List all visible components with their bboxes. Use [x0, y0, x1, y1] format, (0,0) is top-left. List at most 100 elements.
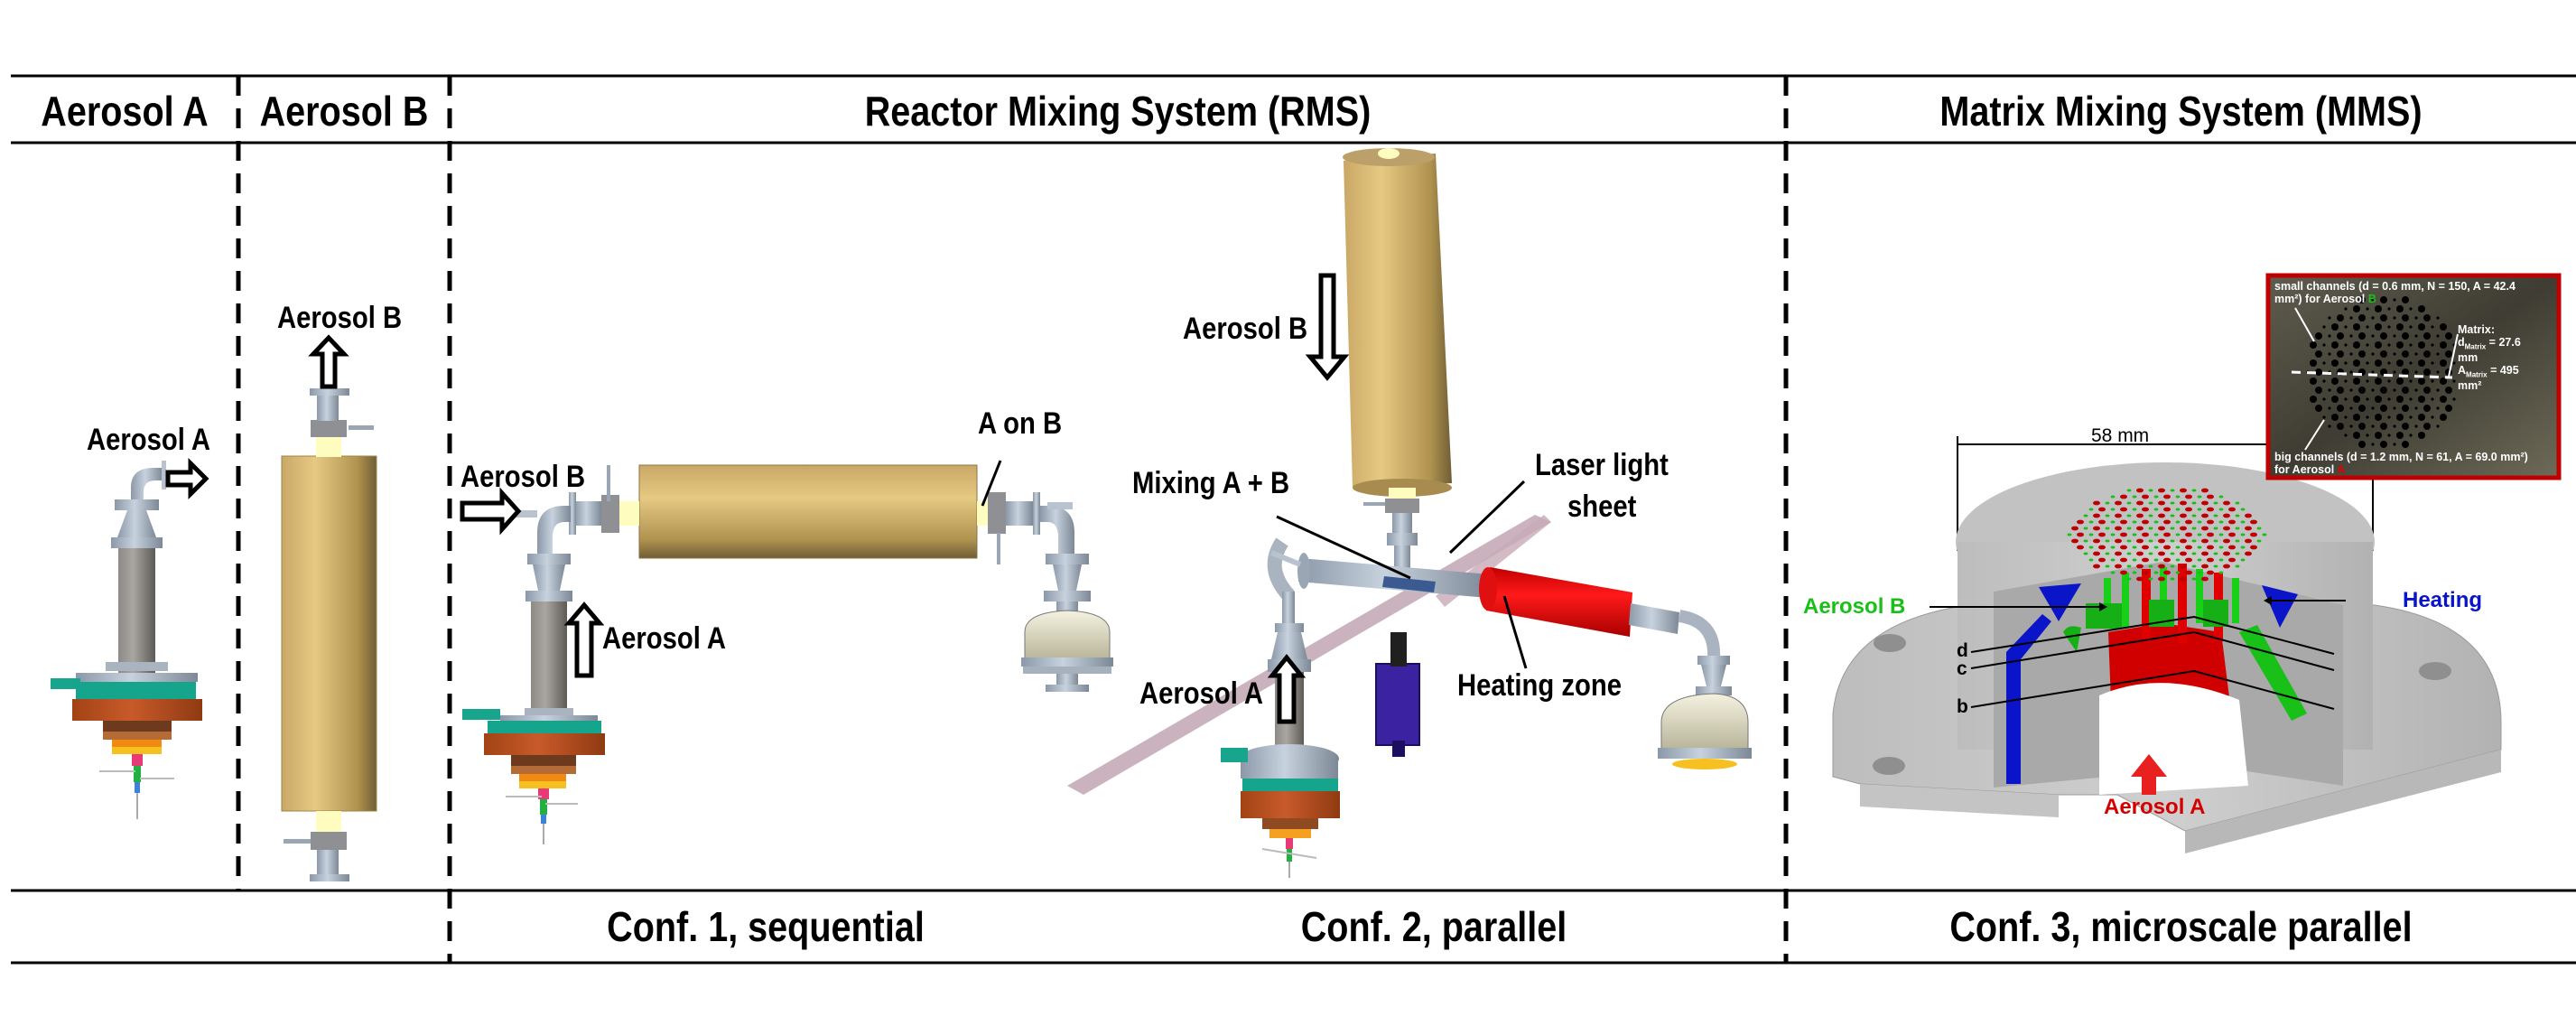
- small-channel-hole: [2436, 370, 2440, 374]
- big-channel-hole: [2093, 551, 2100, 556]
- label-mms-aerosol-a: Aerosol A: [2104, 795, 2206, 819]
- big-channel-hole: [2418, 305, 2425, 312]
- big-channel-hole: [2120, 507, 2127, 512]
- inset-big-channels-line1: big channels (d = 1.2 mm, N = 61, A = 69…: [2274, 451, 2528, 463]
- small-channel-hole: [2175, 533, 2181, 536]
- small-channel-hole: [2153, 545, 2159, 549]
- big-channel-hole: [2158, 564, 2165, 569]
- small-channel-hole: [2132, 533, 2137, 536]
- small-channel-hole: [2393, 334, 2396, 338]
- big-channel-hole: [2142, 557, 2149, 563]
- big-channel-hole: [2201, 488, 2209, 493]
- big-channel-hole: [2136, 538, 2144, 544]
- big-channel-hole: [2358, 405, 2366, 412]
- big-channel-hole: [2358, 296, 2366, 303]
- inset-matrix-title: Matrix:: [2458, 323, 2495, 336]
- big-channel-hole: [2207, 494, 2214, 499]
- big-channel-hole: [2423, 423, 2431, 430]
- small-channel-hole: [2409, 361, 2413, 365]
- matrix-hole-pattern: [2067, 488, 2267, 582]
- big-channel-hole: [2228, 519, 2236, 525]
- small-channel-hole: [2170, 489, 2175, 492]
- big-channel-hole: [2402, 314, 2409, 322]
- inset-text: mm²) for Aerosol: [2274, 293, 2368, 306]
- small-channel-hole: [2126, 539, 2132, 543]
- small-channel-hole: [2371, 388, 2375, 392]
- small-channel-hole: [2436, 388, 2440, 392]
- small-channel-hole: [2409, 325, 2413, 329]
- small-channel-hole: [2431, 379, 2434, 383]
- small-channel-hole: [2175, 508, 2181, 511]
- small-channel-hole: [2148, 501, 2153, 505]
- small-channel-hole: [2197, 571, 2202, 574]
- big-channel-hole: [2142, 570, 2149, 575]
- small-channel-hole: [2393, 388, 2396, 392]
- small-channel-hole: [2322, 379, 2326, 383]
- big-channel-hole: [2245, 513, 2252, 518]
- big-channel-hole: [2380, 350, 2387, 358]
- big-channel-hole: [2077, 532, 2084, 537]
- small-channel-hole: [2349, 352, 2353, 356]
- small-channel-hole: [2132, 495, 2137, 499]
- big-channel-hole: [2077, 519, 2084, 525]
- small-channel-hole: [2349, 388, 2353, 392]
- small-channel-hole: [2409, 415, 2413, 419]
- small-channel-hole: [2088, 520, 2094, 524]
- small-channel-hole: [2262, 533, 2267, 536]
- small-channel-hole: [2322, 361, 2326, 365]
- big-channel-hole: [2180, 564, 2187, 569]
- small-channel-hole: [2393, 370, 2396, 374]
- small-channel-hole: [2126, 527, 2132, 530]
- small-channel-hole: [2197, 508, 2202, 511]
- big-channel-hole: [2337, 405, 2344, 412]
- inset-text: = 27.6: [2486, 336, 2521, 350]
- big-channel-hole: [2423, 332, 2431, 340]
- big-channel-hole: [2375, 341, 2382, 349]
- small-channel-hole: [2191, 577, 2197, 581]
- small-channel-hole: [2197, 558, 2202, 562]
- small-channel-hole: [2366, 415, 2369, 419]
- label-a-on-b: A on B: [978, 406, 1063, 441]
- small-channel-hole: [2235, 539, 2240, 543]
- big-channel-hole: [2331, 359, 2339, 367]
- inset-text: d: [2458, 336, 2465, 350]
- big-channel-hole: [2353, 432, 2360, 439]
- small-channel-hole: [2371, 443, 2375, 446]
- big-channel-hole: [2380, 423, 2387, 430]
- small-channel-hole: [2175, 571, 2181, 574]
- small-channel-hole: [2088, 508, 2094, 511]
- small-channel-hole: [2393, 316, 2396, 320]
- small-channel-hole: [2132, 508, 2137, 511]
- big-channel-hole: [2115, 526, 2122, 531]
- small-channel-hole: [2170, 514, 2175, 518]
- inset-small-channels: small channels (d = 0.6 mm, N = 150, A =…: [2274, 280, 2516, 306]
- big-channel-hole: [2440, 378, 2447, 385]
- small-channel-hole: [2431, 343, 2434, 347]
- small-channel-hole: [2328, 352, 2331, 356]
- small-channel-hole: [2197, 545, 2202, 549]
- small-channel-hole: [2371, 370, 2375, 374]
- small-channel-hole: [2366, 397, 2369, 401]
- small-channel-hole: [2452, 361, 2456, 365]
- small-channel-hole: [2414, 406, 2418, 410]
- small-channel-hole: [2132, 545, 2137, 549]
- small-channel-hole: [2191, 514, 2197, 518]
- big-channel-hole: [2120, 532, 2127, 537]
- small-channel-hole: [2235, 527, 2240, 530]
- big-channel-hole: [2071, 526, 2078, 531]
- small-channel-hole: [2344, 343, 2348, 347]
- big-channel-hole: [2098, 557, 2106, 563]
- big-channel-hole: [2358, 314, 2366, 322]
- big-channel-hole: [2337, 332, 2344, 340]
- big-channel-hole: [2418, 432, 2425, 439]
- small-channel-hole: [2366, 343, 2369, 347]
- big-channel-hole: [2331, 378, 2339, 385]
- big-channel-hole: [2115, 500, 2122, 506]
- big-channel-hole: [2120, 519, 2127, 525]
- big-channel-hole: [2375, 432, 2382, 439]
- small-channel-hole: [2328, 406, 2331, 410]
- small-channel-hole: [2088, 533, 2094, 536]
- small-channel-hole: [2371, 298, 2375, 302]
